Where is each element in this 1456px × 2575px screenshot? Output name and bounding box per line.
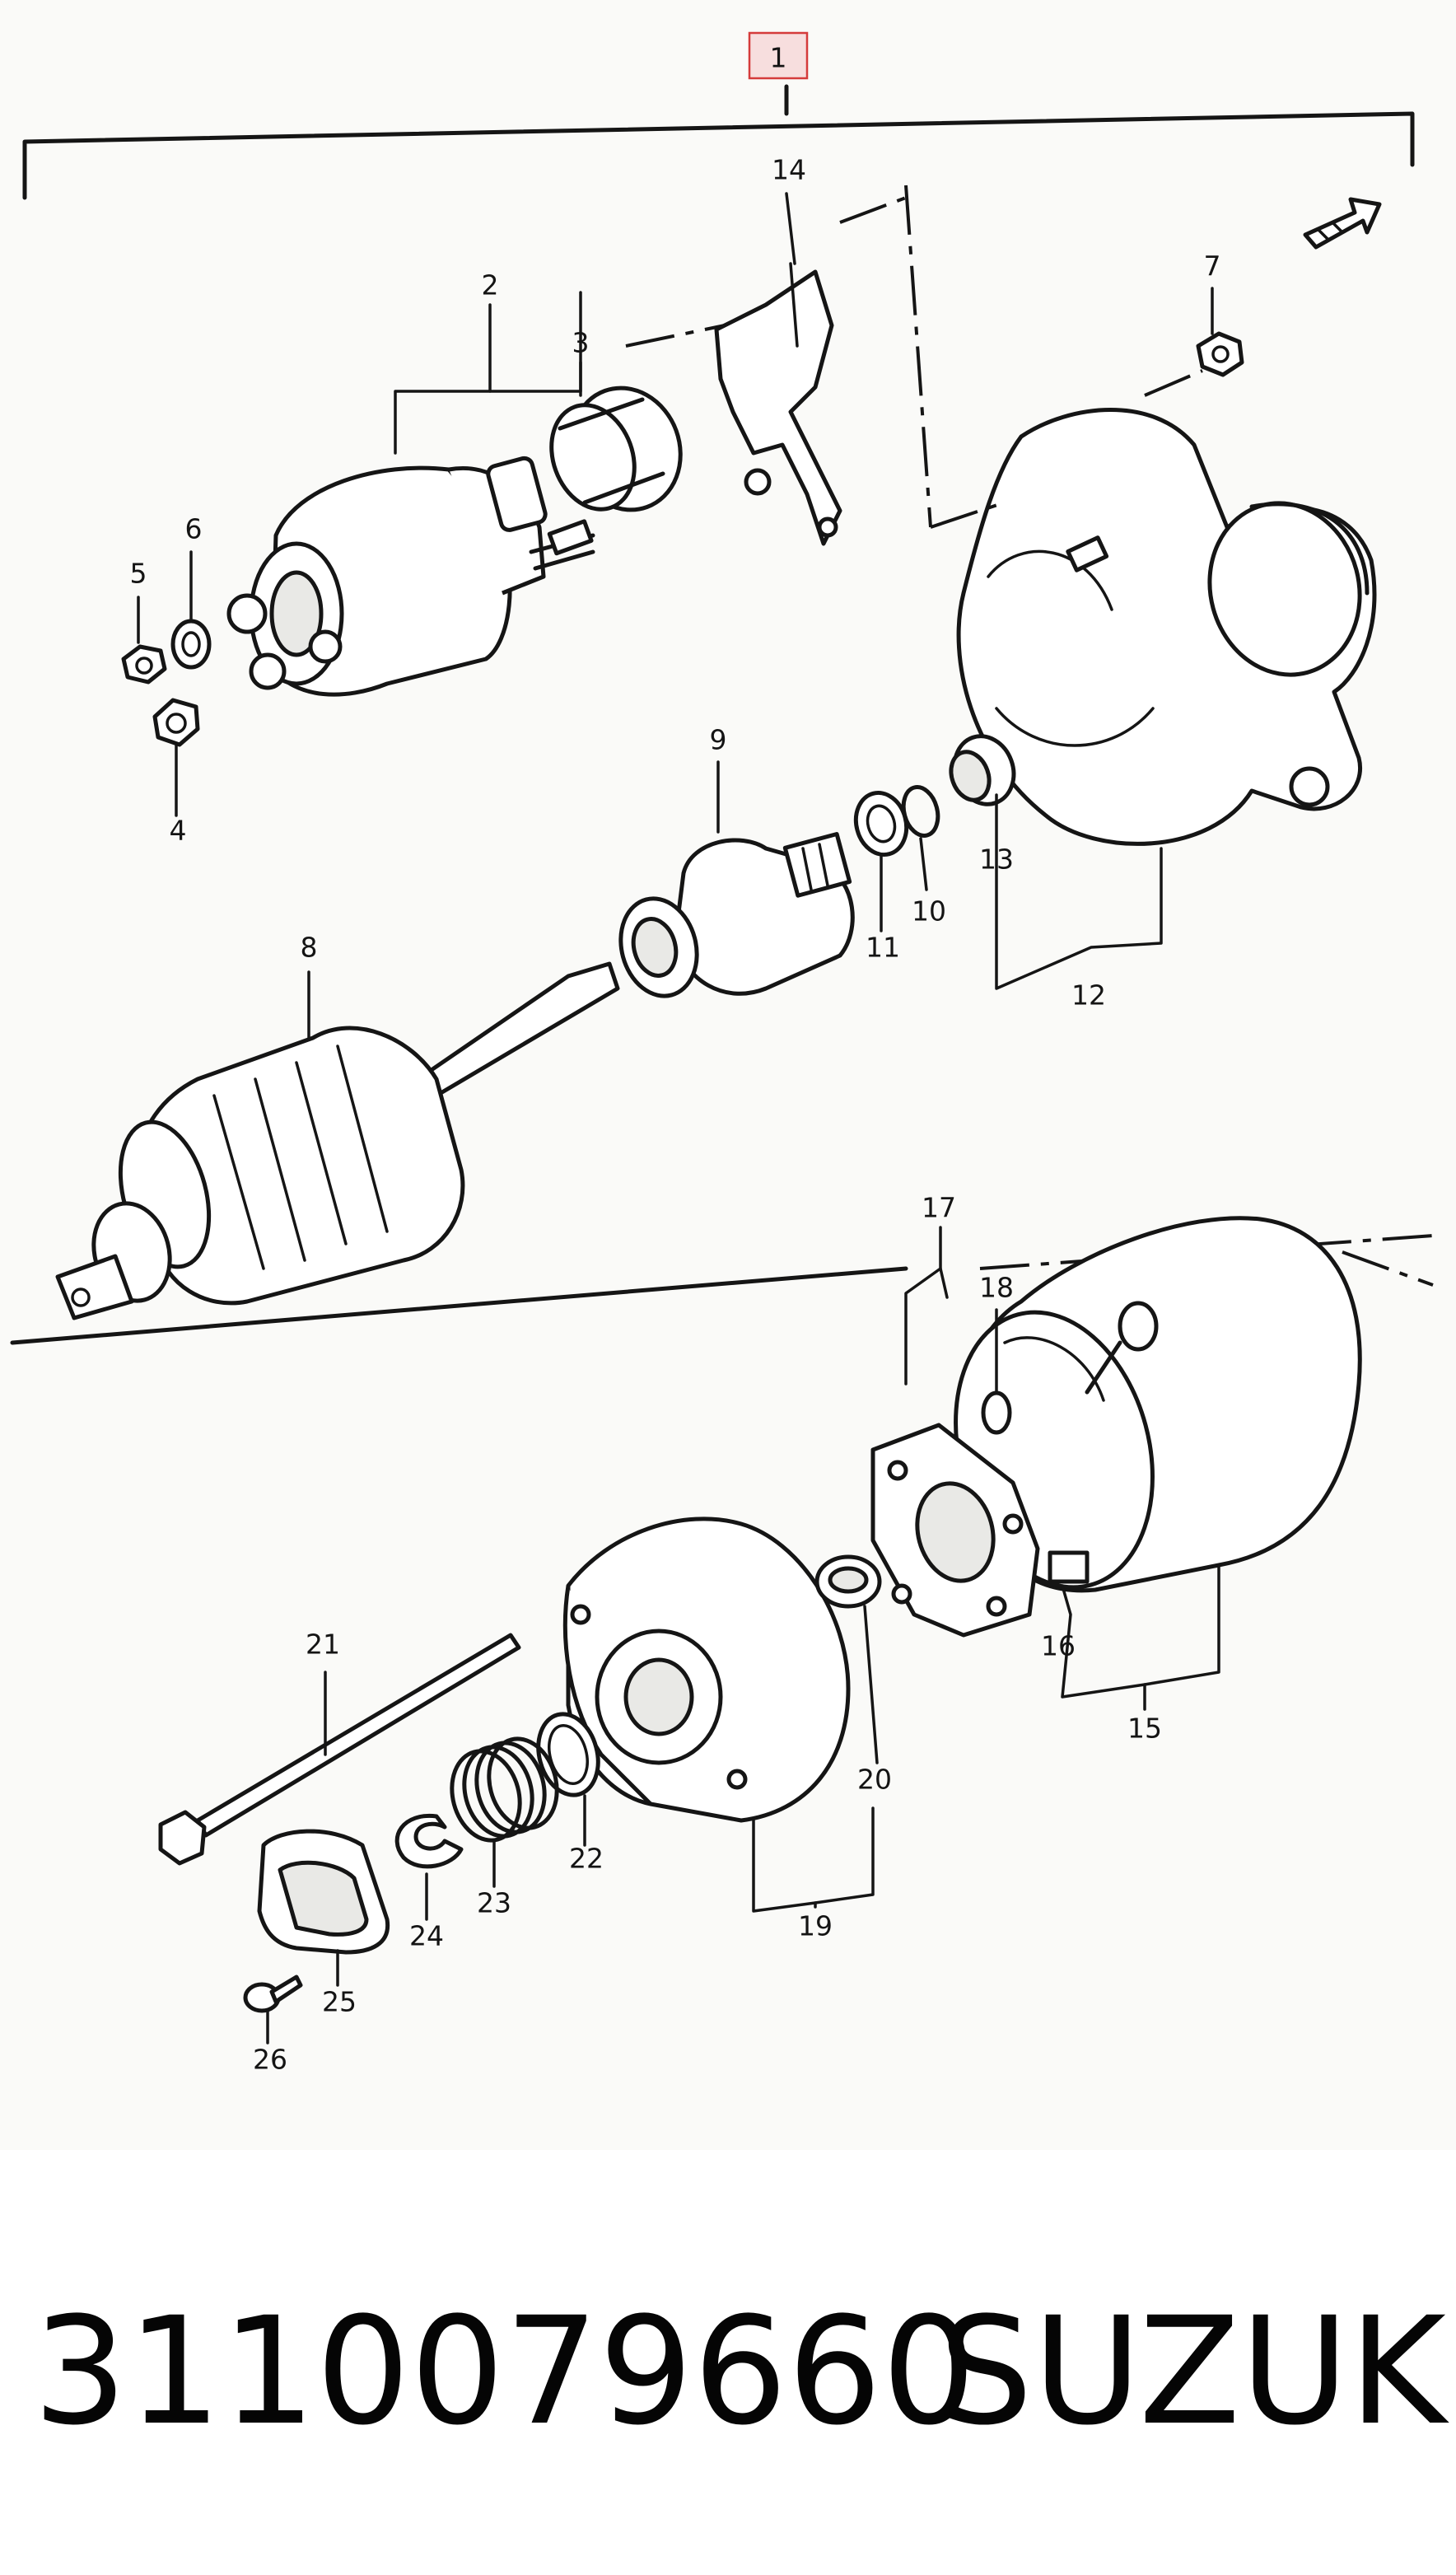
callout-11: 11 xyxy=(866,932,900,964)
diagram-drawing: 1 2 3 4 5 6 7 8 9 10 11 12 13 14 15 16 1… xyxy=(10,31,1434,2076)
callout-25: 25 xyxy=(322,1986,357,2018)
callout-23: 23 xyxy=(477,1887,511,1919)
drive-housing xyxy=(956,408,1377,846)
callout-9: 9 xyxy=(710,724,727,756)
housing-nut xyxy=(1196,331,1244,377)
solenoid-switch xyxy=(226,456,595,697)
callout-numbers: 1 2 3 4 5 6 7 8 9 10 11 12 13 14 15 16 1… xyxy=(130,42,1221,2076)
callout-14: 14 xyxy=(772,154,806,186)
shift-lever xyxy=(714,262,842,546)
callout-1: 1 xyxy=(770,42,787,74)
part-number: 3110079660 xyxy=(33,2286,977,2458)
callout-15: 15 xyxy=(1127,1713,1162,1745)
callout-26: 26 xyxy=(253,2044,287,2076)
item-1-marker[interactable] xyxy=(748,31,809,80)
brush-holder xyxy=(870,1423,1040,1638)
callout-8: 8 xyxy=(301,932,318,964)
callout-13: 13 xyxy=(979,844,1014,876)
cap-screw xyxy=(243,1974,303,2013)
callout-7: 7 xyxy=(1204,250,1221,283)
exploded-parts-diagram: 1 2 3 4 5 6 7 8 9 10 11 12 13 14 15 16 1… xyxy=(10,31,1434,2076)
callout-17: 17 xyxy=(922,1192,956,1224)
callout-24: 24 xyxy=(409,1920,444,1952)
callout-10: 10 xyxy=(912,895,946,928)
commutator-end-frame xyxy=(562,1516,851,1823)
thrust-spring xyxy=(450,1736,559,1843)
stop-ring-and-snap-ring xyxy=(853,785,940,858)
brand-name: SUZUKI xyxy=(939,2286,1456,2458)
callout-2: 2 xyxy=(482,269,499,301)
assembly-bracket xyxy=(22,31,1415,200)
callout-16: 16 xyxy=(1041,1630,1076,1662)
callout-19: 19 xyxy=(798,1910,833,1942)
callout-21: 21 xyxy=(306,1629,340,1661)
leader-lines xyxy=(137,192,1220,2045)
callout-12: 12 xyxy=(1071,979,1106,1012)
callout-22: 22 xyxy=(569,1843,604,1875)
e-ring xyxy=(394,1813,464,1869)
callout-3: 3 xyxy=(572,327,590,359)
terminal-nuts xyxy=(121,619,212,747)
end-cap xyxy=(257,1829,390,1955)
front-arrow-icon xyxy=(1303,197,1382,250)
callout-5: 5 xyxy=(130,558,147,590)
callout-6: 6 xyxy=(185,513,203,545)
callout-18: 18 xyxy=(979,1272,1014,1304)
brush-spring xyxy=(981,1390,1012,1435)
end-frame-bushing xyxy=(814,1554,882,1609)
callout-20: 20 xyxy=(857,1764,892,1796)
through-bolt xyxy=(158,1633,521,1866)
armature xyxy=(55,961,620,1320)
plunger-seal xyxy=(549,386,683,512)
callout-4: 4 xyxy=(170,815,187,847)
product-caption xyxy=(0,2150,1456,2575)
overrunning-clutch xyxy=(618,831,855,998)
